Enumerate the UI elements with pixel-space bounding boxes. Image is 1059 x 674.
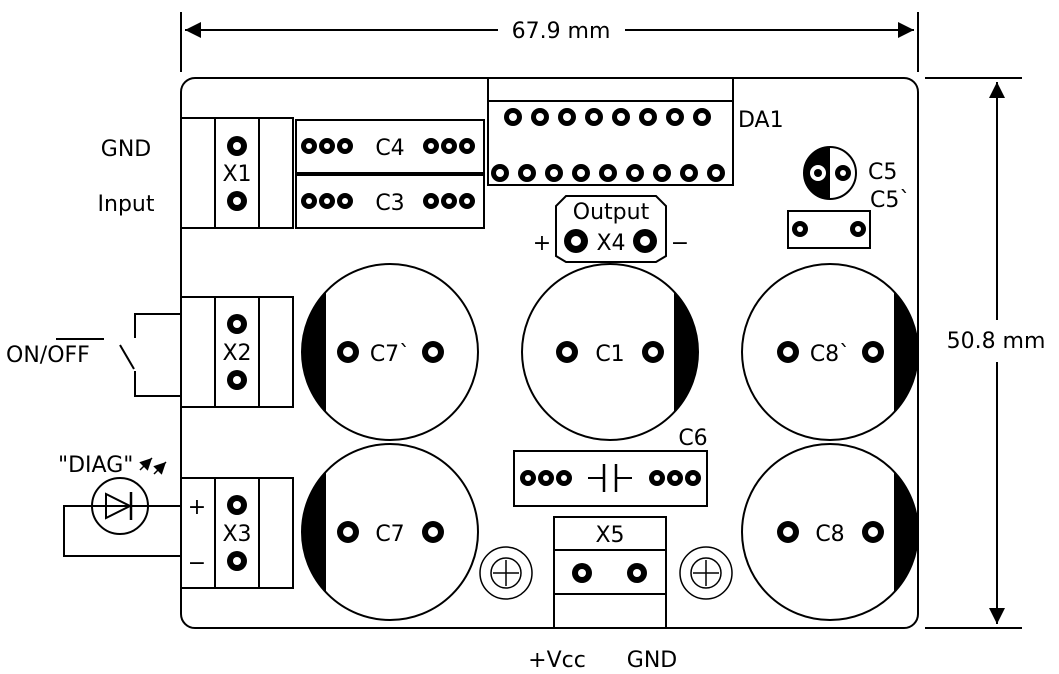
height-dimension: 50.8 mm bbox=[925, 77, 1046, 629]
gnd-input-label: GND bbox=[101, 137, 151, 162]
c7-label: C7 bbox=[375, 522, 404, 547]
x4-plus-label: + bbox=[533, 231, 551, 256]
width-dimension: 67.9 mm bbox=[180, 12, 919, 72]
da1-label: DA1 bbox=[738, 108, 784, 133]
capacitor-c7-prime: C7` bbox=[301, 263, 479, 441]
x3-plus-label: + bbox=[188, 495, 206, 520]
mounting-hole-right bbox=[679, 546, 733, 600]
on-label: ON/ bbox=[6, 343, 48, 368]
x3-label: X3 bbox=[222, 522, 251, 547]
terminal-x2: X2 bbox=[180, 296, 294, 408]
c3-label: C3 bbox=[375, 191, 404, 216]
c5-prime-label: C5` bbox=[870, 188, 910, 213]
mounting-hole-left bbox=[479, 546, 533, 600]
terminal-x1: X1 bbox=[180, 117, 294, 229]
diag-label: "DIAG" bbox=[58, 453, 133, 478]
terminal-x5: X5 bbox=[553, 516, 667, 629]
ic-da1: DA1 bbox=[487, 77, 784, 186]
capacitor-c8-prime: C8` bbox=[741, 263, 919, 441]
capacitor-c8: C8 bbox=[741, 443, 919, 621]
c6-label: C6 bbox=[678, 426, 707, 451]
x5-label: X5 bbox=[595, 523, 624, 548]
on-off-switch-symbol: ON/OFF bbox=[6, 313, 181, 397]
c1-label: C1 bbox=[595, 342, 624, 367]
connector-x4-output: Output X4 + − bbox=[533, 195, 689, 263]
diag-led-symbol: "DIAG" bbox=[58, 453, 181, 557]
c8-label: C8 bbox=[815, 522, 844, 547]
x4-minus-label: − bbox=[671, 231, 689, 256]
capacitor-c3: C3 bbox=[295, 174, 485, 229]
c8-prime-label: C8` bbox=[810, 342, 850, 367]
capacitor-c1: C1 bbox=[521, 263, 699, 441]
x2-label: X2 bbox=[222, 341, 251, 366]
x4-label: X4 bbox=[596, 231, 625, 256]
gnd-power-label: GND bbox=[627, 648, 677, 673]
input-label: Input bbox=[98, 192, 155, 217]
off-label: OFF bbox=[47, 343, 90, 368]
capacitor-c4: C4 bbox=[295, 119, 485, 174]
c7-prime-label: C7` bbox=[370, 342, 410, 367]
width-dimension-label: 67.9 mm bbox=[512, 19, 611, 44]
x1-label: X1 bbox=[222, 162, 251, 187]
capacitor-c7: C7 bbox=[301, 443, 479, 621]
capacitor-c5: C5 bbox=[803, 146, 897, 200]
terminal-x3: X3 + − bbox=[180, 477, 294, 589]
height-dimension-label: 50.8 mm bbox=[947, 329, 1046, 354]
svg-text:ON/OFF: ON/OFF bbox=[6, 343, 90, 368]
capacitor-c6: C6 bbox=[513, 426, 708, 507]
x3-minus-label: − bbox=[188, 551, 206, 576]
capacitor-c5-prime: C5` bbox=[787, 188, 910, 249]
c5-label: C5 bbox=[868, 160, 897, 185]
c4-label: C4 bbox=[375, 136, 404, 161]
vcc-label: +Vcc bbox=[528, 648, 586, 673]
output-label: Output bbox=[573, 200, 650, 225]
